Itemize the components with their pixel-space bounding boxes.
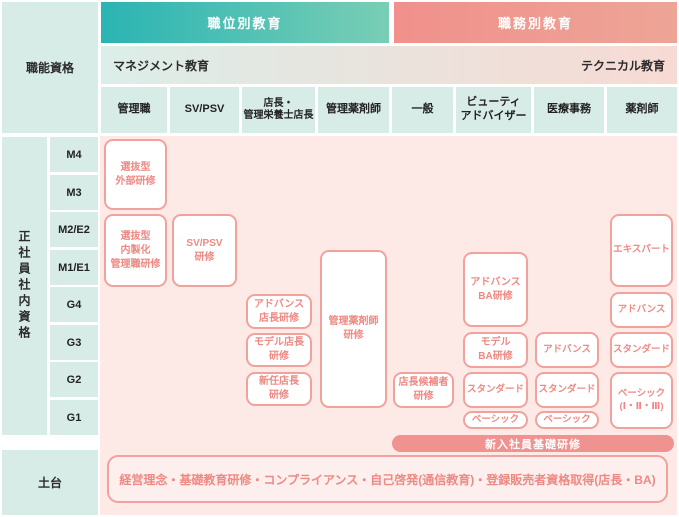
program-box-model-store-manager: モデル店長 研修 — [246, 333, 312, 367]
program-box-advance-pharmacist: アドバンス — [610, 292, 673, 328]
program-box-basic-ba: ベーシック — [463, 411, 528, 429]
column-header-store-manager: 店長・ 管理栄養士店長 — [242, 87, 315, 133]
new-employee-basic-training-bar: 新入社員基礎研修 — [392, 435, 674, 452]
column-header-sv-psv: SV/PSV — [170, 87, 239, 133]
program-box-sv-psv: SV/PSV 研修 — [172, 214, 237, 287]
program-box-model-ba: モデル BA研修 — [463, 332, 528, 368]
program-box-advance-medical: アドバンス — [535, 332, 599, 368]
technical-education-label: テクニカル教育 — [580, 58, 665, 73]
program-box-store-manager-candidate: 店長候補者 研修 — [393, 372, 454, 408]
grade-cell-g1: G1 — [50, 400, 98, 435]
program-box-selective-external: 選抜型 外部研修 — [104, 139, 167, 210]
program-box-new-store-manager: 新任店長 研修 — [246, 372, 312, 406]
program-box-basic-medical: ベーシック — [535, 411, 599, 429]
column-header-beauty-advisor: ビューティ アドバイザー — [456, 87, 531, 133]
management-education-label: マネジメント教育 — [113, 58, 210, 73]
column-header-managing-pharmacist: 管理薬剤師 — [318, 87, 389, 133]
grade-cell-m1e1: M1/E1 — [50, 250, 98, 285]
program-box-expert-pharmacist: エキスパート — [610, 214, 673, 287]
grade-cell-m2e2: M2/E2 — [50, 212, 98, 247]
program-box-advance-ba: アドバンス BA研修 — [463, 252, 528, 327]
program-box-standard-medical: スタンダード — [535, 372, 599, 408]
position-based-education-band: 職位別教育 — [101, 2, 389, 43]
program-box-selective-internal-mgmt: 選抜型 内製化 管理職研修 — [104, 214, 167, 287]
program-box-basic-pharmacist: ベーシック (Ⅰ・Ⅱ・Ⅲ) — [610, 372, 673, 429]
program-box-managing-pharmacist: 管理薬剤師 研修 — [320, 250, 387, 408]
grade-cell-g3: G3 — [50, 325, 98, 360]
column-header-medical-office: 医療事務 — [534, 87, 604, 133]
grade-cell-m3: M3 — [50, 175, 98, 210]
program-box-advance-store-manager: アドバンス 店長研修 — [246, 294, 312, 329]
qualification-header-cell: 職能資格 — [2, 2, 98, 133]
job-based-education-band: 職務別教育 — [394, 2, 677, 43]
column-header-pharmacist: 薬剤師 — [607, 87, 677, 133]
grade-cell-g2: G2 — [50, 362, 98, 397]
grade-cell-g4: G4 — [50, 287, 98, 322]
column-header-general: 一般 — [392, 87, 453, 133]
employee-grade-group-label: 正社員社内資格 — [2, 137, 47, 435]
program-box-standard-ba: スタンダード — [463, 372, 528, 408]
program-box-standard-pharmacist: スタンダード — [610, 332, 673, 368]
column-header-kanrishoku: 管理職 — [101, 87, 167, 133]
foundation-label-cell: 土台 — [2, 450, 98, 515]
foundation-program-box: 経営理念・基礎教育研修・コンプライアンス・自己啓発(通信教育)・登録販売者資格取… — [107, 455, 668, 503]
grade-cell-m4: M4 — [50, 137, 98, 172]
education-type-row: マネジメント教育 テクニカル教育 — [101, 46, 677, 84]
